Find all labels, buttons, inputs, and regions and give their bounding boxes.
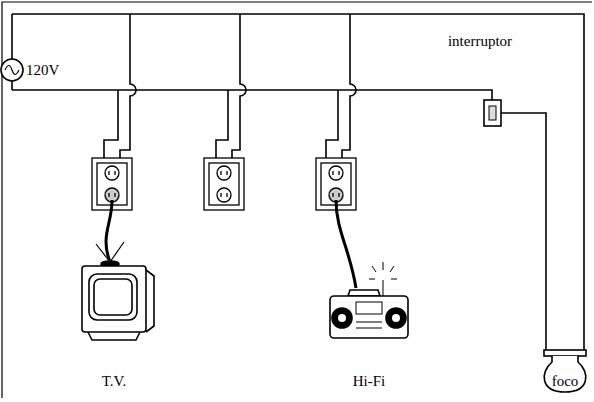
device-label: foco xyxy=(552,374,579,389)
device-label: Hi-Fi xyxy=(353,374,386,389)
switch-to-lamp-wire xyxy=(501,113,546,350)
tv-cord xyxy=(106,200,112,262)
frame xyxy=(2,2,592,398)
tv-illustration xyxy=(82,242,154,340)
outlets xyxy=(92,158,356,210)
device-label: T.V. xyxy=(102,374,126,389)
top-wire xyxy=(12,14,584,350)
switch-label: interruptor xyxy=(448,34,512,49)
hifi-cord xyxy=(336,200,356,288)
outlet-wires xyxy=(104,14,356,158)
hifi-illustration xyxy=(330,262,408,338)
voltage-label: 120V xyxy=(26,63,59,78)
switch-symbol xyxy=(484,100,501,126)
switch-toggle xyxy=(489,106,496,120)
ac-source-symbol xyxy=(1,59,23,81)
bottom-wire xyxy=(12,90,492,100)
lamp-illustration xyxy=(544,350,586,392)
sine-symbol xyxy=(5,66,19,75)
